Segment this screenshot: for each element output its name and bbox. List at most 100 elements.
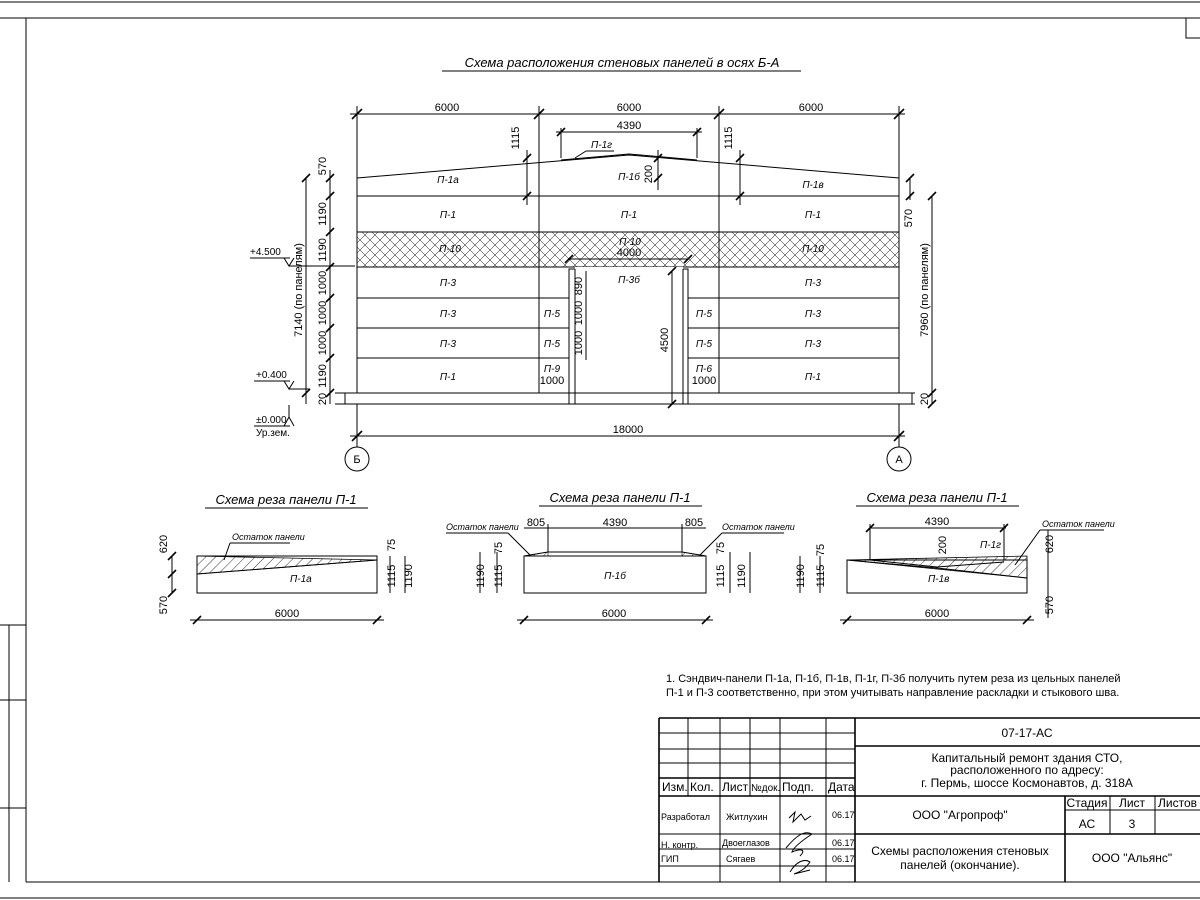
cut1-dim-75: 75 — [386, 539, 398, 551]
panel-r4-3: П-3 — [805, 278, 822, 289]
dim-left-1190b: 1190 — [317, 238, 329, 262]
panel-r3-2: П-10 — [619, 237, 641, 248]
project-line-3: г. Пермь, шоссе Космонавтов, д. 318А — [921, 776, 1133, 790]
hdr-kol: Кол. — [690, 780, 714, 794]
panel-r6-1: П-3 — [440, 339, 457, 350]
dim-ridge: 200 — [643, 165, 655, 183]
dim-left-1190c: 1190 — [317, 364, 329, 388]
level-4500: +4.500 — [250, 247, 281, 258]
date-2: 06.17 — [832, 838, 855, 848]
level-400: +0.400 — [256, 370, 287, 381]
panel-r5-2: П-5 — [544, 309, 561, 320]
dim-top-2: 6000 — [617, 102, 641, 114]
cut2-dim-1115-right: 1115 — [715, 565, 727, 588]
dim-left-570: 570 — [317, 157, 329, 175]
sheet-value: 3 — [1129, 817, 1136, 831]
panel-r2-2: П-1 — [621, 210, 637, 221]
level-000: ±0.000 — [256, 415, 287, 426]
dim-total-width: 18000 — [613, 424, 644, 436]
cut1-label: П-1а — [290, 574, 312, 585]
cut2-width: 6000 — [602, 608, 626, 620]
role-2: Н. контр. — [661, 840, 698, 850]
cut3-dim-75: 75 — [815, 544, 827, 556]
cut3-remain: Остаток панели — [1042, 519, 1115, 529]
cut3-dim-570: 570 — [1044, 596, 1056, 614]
hdr-stage: Стадия — [1067, 796, 1108, 810]
panel-r5-4: П-3 — [805, 309, 822, 320]
note-line-2: П-1 и П-3 соответственно, при этом учиты… — [666, 687, 1119, 699]
dim-top-3: 6000 — [799, 102, 823, 114]
dim-right-20: 20 — [919, 393, 931, 405]
dim-left-total: 7140 (по панелям) — [293, 243, 305, 337]
role-1: Разработал — [661, 812, 710, 822]
panel-r6-2: П-5 — [544, 339, 561, 350]
cut3-dim-1115: 1115 — [815, 565, 827, 588]
elevation-drawing: 6000 6000 6000 4390 П-1г 1115 1115 200 — [250, 102, 937, 472]
dim-opening-width: 4000 — [617, 247, 641, 259]
name-2: Двоеглазов — [722, 838, 770, 848]
date-1: 06.17 — [832, 810, 855, 820]
dim-left-1000c: 1000 — [317, 331, 329, 355]
org-2: ООО "Альянс" — [1092, 851, 1172, 865]
cut3-dim-1190: 1190 — [795, 564, 807, 588]
hdr-sheet: Лист — [1119, 796, 1146, 810]
cut-scheme-3: Схема реза панели П-1 П-1г П-1в 4390 200… — [795, 490, 1115, 625]
cut2-remain-left: Остаток панели — [446, 522, 519, 532]
dim-opening-height: 4500 — [659, 328, 671, 352]
cut1-title: Схема реза панели П-1 — [215, 492, 356, 507]
cut-scheme-2: Схема реза панели П-1 П-1б 805 4390 805 … — [446, 490, 795, 625]
dim-top-1: 6000 — [435, 102, 459, 114]
hdr-podp: Подп. — [782, 780, 814, 794]
cut2-dim-1190-right: 1190 — [736, 564, 748, 588]
cut2-dim-805b: 805 — [685, 517, 703, 529]
axis-label-a: А — [895, 454, 903, 466]
cut1-dim-570: 570 — [158, 596, 170, 614]
panel-r7-1: П-1 — [440, 372, 456, 383]
cut3-dim-200: 200 — [937, 536, 949, 554]
panel-r1-1: П-1а — [437, 175, 459, 186]
role-3: ГИП — [661, 854, 679, 864]
name-3: Сягаев — [726, 854, 755, 864]
signature-1 — [788, 810, 812, 824]
panel-r6-4: П-3 — [805, 339, 822, 350]
opening — [568, 268, 689, 405]
dim-opening-890: 890 — [573, 277, 585, 295]
org-1: ООО "Агропроф" — [912, 808, 1007, 822]
dim-left-1190a: 1190 — [317, 202, 329, 226]
axis-label-b: Б — [353, 454, 360, 466]
dim-right-total: 7960 (по панелям) — [919, 243, 931, 337]
cut3-label-p1g: П-1г — [980, 540, 1001, 551]
cut1-dim-1115: 1115 — [386, 565, 398, 588]
cut3-dim-4390: 4390 — [925, 516, 949, 528]
cut2-remain-right: Остаток панели — [722, 522, 795, 532]
project-line-1: Капитальный ремонт здания СТО, — [932, 751, 1123, 765]
axis-bubble-a — [886, 446, 912, 472]
hdr-data: Дата — [828, 780, 855, 794]
ground-level: Ур.зем. — [256, 428, 290, 439]
hdr-sheets: Листов — [1158, 796, 1197, 810]
panel-r7-2: П-9 — [544, 364, 561, 375]
note-line-1: 1. Сэндвич-панели П-1а, П-1б, П-1в, П-1г… — [666, 673, 1121, 685]
sheet-title-2: панелей (окончание). — [900, 858, 1019, 872]
panel-r4-1: П-3 — [440, 278, 457, 289]
main-title: Схема расположения стеновых панелей в ос… — [465, 55, 780, 70]
cut1-width: 6000 — [275, 608, 299, 620]
dim-left-20: 20 — [317, 393, 329, 405]
dim-rise-right: 1115 — [723, 127, 735, 150]
date-3: 06.17 — [832, 854, 855, 864]
signature-2 — [785, 832, 813, 857]
cut1-remain: Остаток панели — [232, 532, 305, 542]
signature-3 — [789, 859, 811, 875]
cut3-dim-620: 620 — [1044, 535, 1056, 553]
cut-scheme-1: Схема реза панели П-1 Остаток панели П-1… — [158, 492, 415, 625]
doc-code: 07-17-АС — [1001, 726, 1052, 740]
cut2-dim-1115-left: 1115 — [493, 565, 505, 588]
panel-r2-3: П-1 — [805, 210, 821, 221]
dim-left-1000a: 1000 — [317, 271, 329, 295]
dim-opening-1000a: 1000 — [573, 301, 585, 325]
cut2-title: Схема реза панели П-1 — [549, 490, 690, 505]
cut2-dim-1190-left: 1190 — [475, 564, 487, 588]
hatched-panel-row — [356, 231, 900, 268]
